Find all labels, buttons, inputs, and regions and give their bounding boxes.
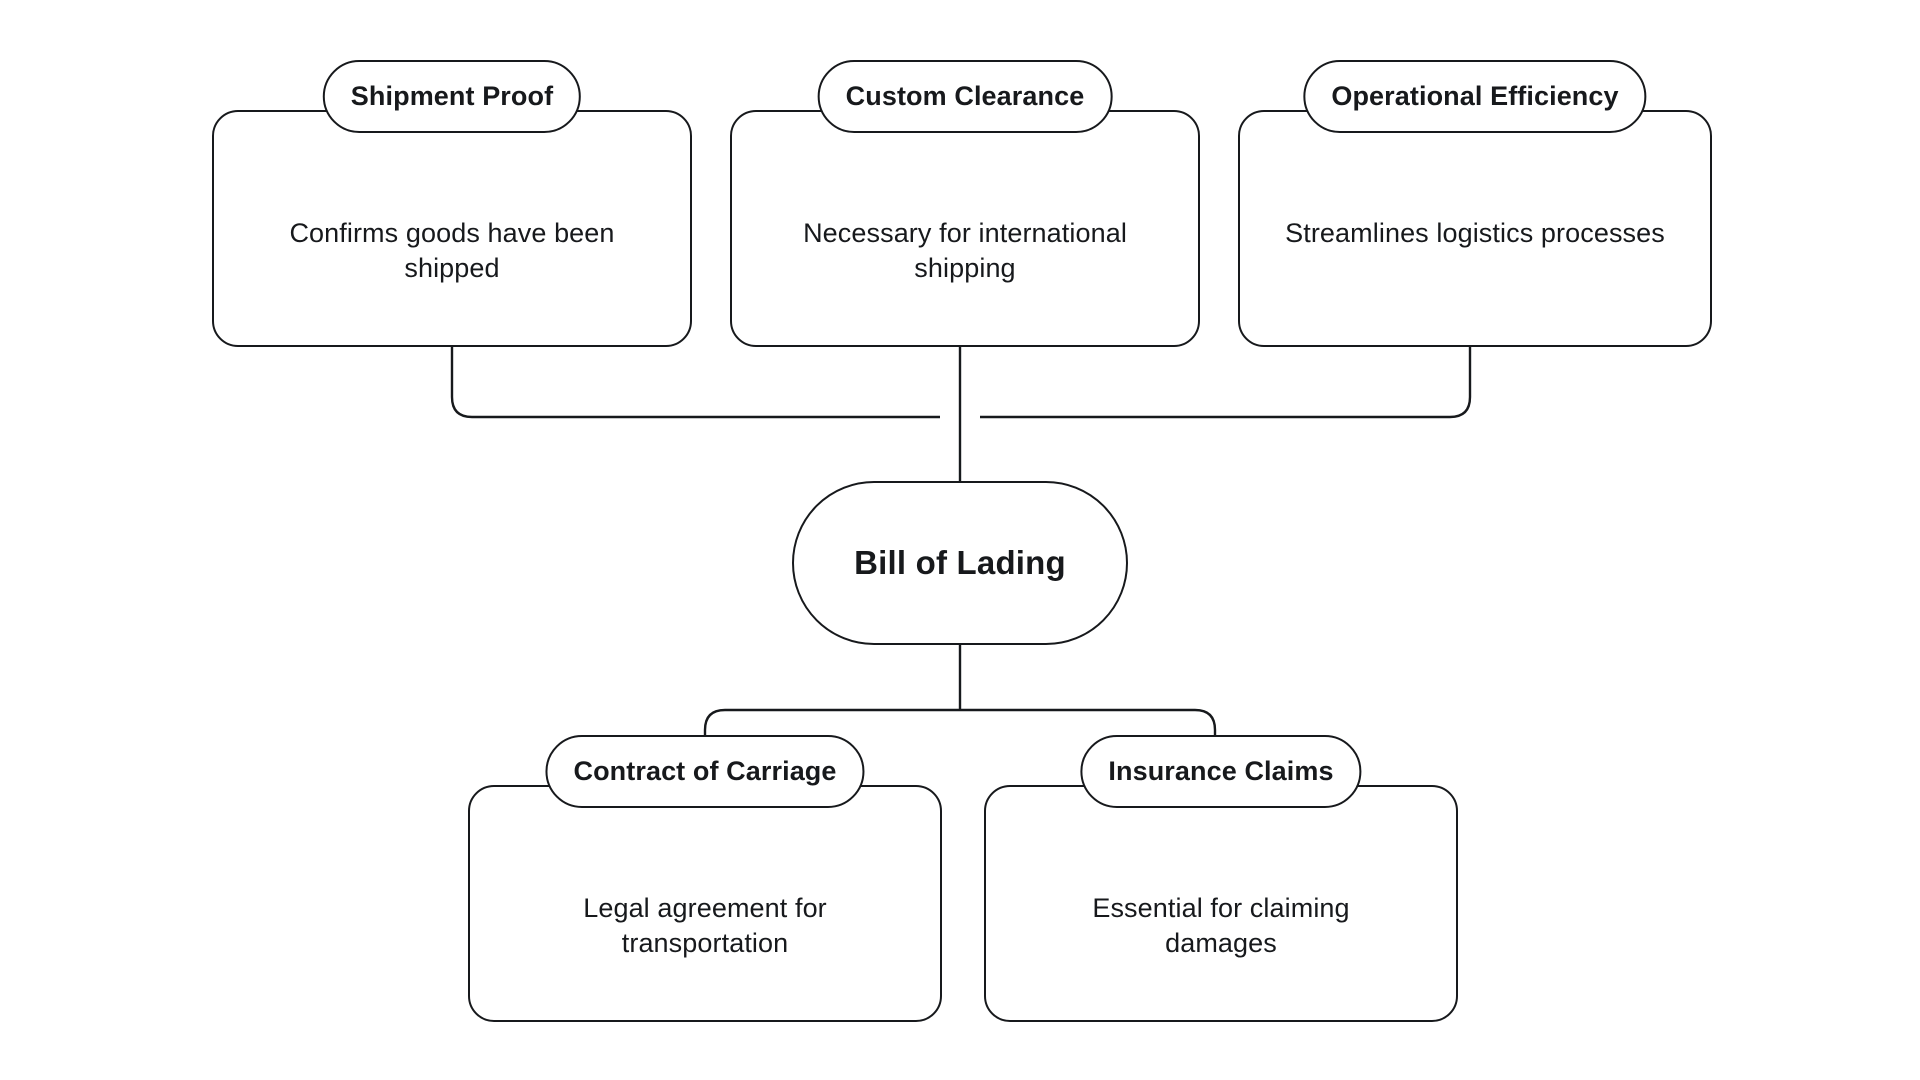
node-custom-clearance[interactable]: Necessary for international shipping Cus… [730,60,1200,347]
node-contract-of-carriage[interactable]: Legal agreement for transportation Contr… [468,735,942,1022]
connector-operational-efficiency [980,347,1472,419]
node-description: Legal agreement for transportation [583,893,827,958]
node-title-pill[interactable]: Custom Clearance [817,60,1113,133]
node-shipment-proof[interactable]: Confirms goods have been shipped Shipmen… [212,60,692,347]
node-description: Streamlines logistics processes [1285,218,1665,248]
connector-contract-of-carriage [703,708,960,785]
node-description: Confirms goods have been shipped [289,218,615,283]
connector-shipment-proof [450,347,940,419]
node-description: Necessary for international shipping [803,218,1127,283]
node-body [984,785,1458,1022]
node-title-pill[interactable]: Contract of Carriage [545,735,865,808]
node-title-pill[interactable]: Operational Efficiency [1303,60,1647,133]
node-bill-of-lading[interactable]: Bill of Lading [792,481,1128,645]
node-body [730,110,1200,347]
node-title-pill[interactable]: Insurance Claims [1080,735,1362,808]
node-operational-efficiency[interactable]: Streamlines logistics processes Operatio… [1238,60,1712,347]
node-insurance-claims[interactable]: Essential for claiming damages Insurance… [984,735,1458,1022]
node-description: Essential for claiming damages [1092,893,1350,958]
node-body [1238,110,1712,347]
node-title-pill[interactable]: Shipment Proof [322,60,582,133]
connector-insurance-claims [960,708,1217,785]
